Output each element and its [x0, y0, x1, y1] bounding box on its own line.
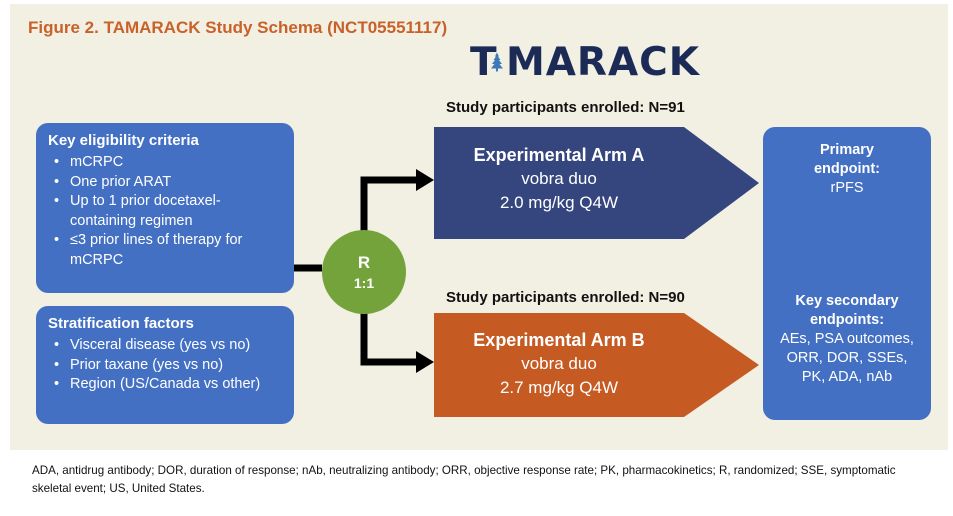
list-item: Region (US/Canada vs other)	[48, 375, 282, 395]
enrolled-arm-b: Study participants enrolled: N=90	[446, 289, 685, 306]
figure-title: Figure 2. TAMARACK Study Schema (NCT0555…	[28, 18, 448, 37]
arm-b-shape	[434, 313, 759, 417]
arm-a-connector	[360, 176, 418, 231]
enrolled-arm-a: Study participants enrolled: N=91	[446, 99, 685, 116]
list-item: mCRPC	[48, 153, 282, 173]
stratification-box: Stratification factors Visceral disease …	[36, 306, 294, 424]
list-item: Prior taxane (yes vs no)	[48, 356, 282, 376]
arm-b-dose: 2.7 mg/kg Q4W	[499, 378, 619, 397]
stratification-list: Visceral disease (yes vs no) Prior taxan…	[48, 336, 282, 395]
pine-tree-icon	[490, 52, 503, 72]
list-item: ≤3 prior lines of therapy for mCRPC	[48, 231, 282, 270]
list-item: Visceral disease (yes vs no)	[48, 336, 282, 356]
list-item: Up to 1 prior docetaxel-containing regim…	[48, 192, 282, 231]
randomization-label: R	[357, 253, 371, 272]
arm-b-drug: vobra duo	[521, 354, 597, 373]
arm-b-text: Experimental Arm B vobra duo 2.7 mg/kg Q…	[434, 328, 684, 400]
arm-a-shape	[434, 127, 759, 239]
arm-b-arrowhead	[416, 351, 434, 373]
primary-endpoint-value: rPFS	[830, 180, 864, 196]
arm-a-text: Experimental Arm A vobra duo 2.0 mg/kg Q…	[434, 143, 684, 215]
eligibility-list: mCRPC One prior ARAT Up to 1 prior docet…	[48, 153, 282, 270]
arm-a-drug: vobra duo	[521, 169, 597, 188]
arm-a-name: Experimental Arm A	[473, 145, 645, 165]
randomization-ratio: 1:1	[353, 275, 375, 291]
randomization-circle: R 1:1	[322, 230, 406, 314]
arm-b-connector	[360, 313, 418, 366]
secondary-endpoints-value: AEs, PSA outcomes, ORR, DOR, SSEs, PK, A…	[780, 331, 914, 385]
tamarack-logo: T MARACK	[470, 39, 700, 85]
eligibility-box: Key eligibility criteria mCRPC One prior…	[36, 123, 294, 293]
primary-endpoint-label: Primary endpoint:	[813, 142, 881, 177]
logo-text-right: MARACK	[505, 39, 700, 85]
arm-a-dose: 2.0 mg/kg Q4W	[499, 193, 619, 212]
stratification-heading: Stratification factors	[48, 315, 194, 332]
endpoints-box: Primary endpoint: rPFS Key secondary end…	[763, 127, 931, 420]
list-item: One prior ARAT	[48, 173, 282, 193]
arm-b-name: Experimental Arm B	[473, 330, 645, 350]
secondary-endpoints-label: Key secondary endpoints:	[795, 293, 899, 328]
eligibility-heading: Key eligibility criteria	[48, 132, 199, 149]
footnote: ADA, antidrug antibody; DOR, duration of…	[32, 464, 896, 495]
arm-a-arrowhead	[416, 169, 434, 191]
